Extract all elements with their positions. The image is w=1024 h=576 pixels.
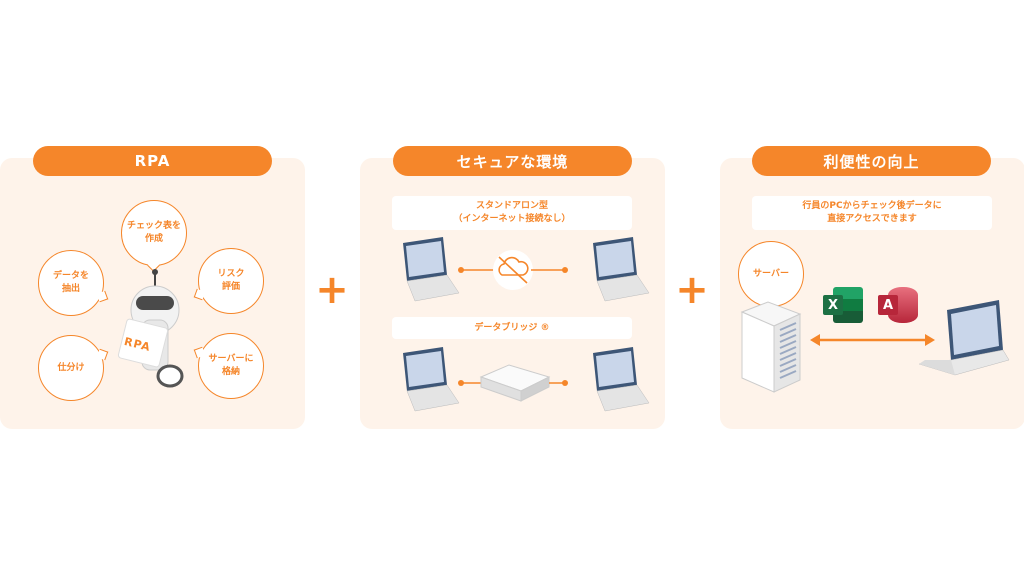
laptop-icon [403, 347, 460, 412]
bubble-store-label: サーバーに 格納 [208, 354, 254, 377]
laptop-icon [593, 237, 650, 302]
plus-sign: + [315, 267, 349, 313]
plus-sign: + [675, 267, 709, 313]
bubble-extract-label: データを 抽出 [52, 271, 89, 294]
rpa-title: RPA [33, 146, 272, 176]
cloud-off-icon [493, 250, 533, 290]
server-icon [740, 301, 802, 393]
access-label: 行員のPCからチェック後データに 直接アクセスできます [802, 201, 942, 224]
laptop-icon [593, 347, 650, 412]
bubble-store: サーバーに 格納 [193, 333, 264, 399]
bubble-check-label: チェック表を 作成 [126, 221, 181, 244]
databridge-diagram [403, 347, 650, 412]
access-label-box: 行員のPCからチェック後データに 直接アクセスできます [752, 196, 992, 230]
bubble-risk: リスク 評価 [193, 248, 264, 314]
bridge-label: データブリッジ ® [474, 322, 550, 333]
bubble-server: サーバー [738, 241, 804, 313]
bubble-risk-label: リスク 評価 [217, 269, 245, 292]
bubble-extract: データを 抽出 [38, 250, 109, 316]
bridge-label-box: データブリッジ ® [392, 317, 632, 339]
bubble-sort: 仕分け [38, 335, 109, 401]
excel-icon: X [823, 287, 863, 323]
bubble-sort-label: 仕分け [57, 362, 85, 373]
excel-letter: X [823, 295, 843, 315]
access-icon: A [878, 287, 918, 323]
secure-title: セキュアな環境 [393, 146, 632, 176]
standalone-diagram [403, 237, 650, 302]
laptop-icon [918, 300, 1010, 376]
laptop-icon [403, 237, 460, 302]
bubble-check-table: チェック表を 作成 [121, 200, 187, 272]
bubble-server-label: サーバー [753, 268, 789, 279]
standalone-label-box: スタンドアロン型 （インターネット接続なし） [392, 196, 632, 230]
access-letter: A [878, 295, 898, 315]
standalone-label: スタンドアロン型 （インターネット接続なし） [453, 201, 571, 224]
databridge-device-icon [479, 364, 551, 402]
robot-illustration [117, 269, 184, 388]
convenience-title: 利便性の向上 [752, 146, 991, 176]
bidirectional-arrow-icon [810, 334, 935, 346]
bubble-tail [193, 346, 206, 359]
